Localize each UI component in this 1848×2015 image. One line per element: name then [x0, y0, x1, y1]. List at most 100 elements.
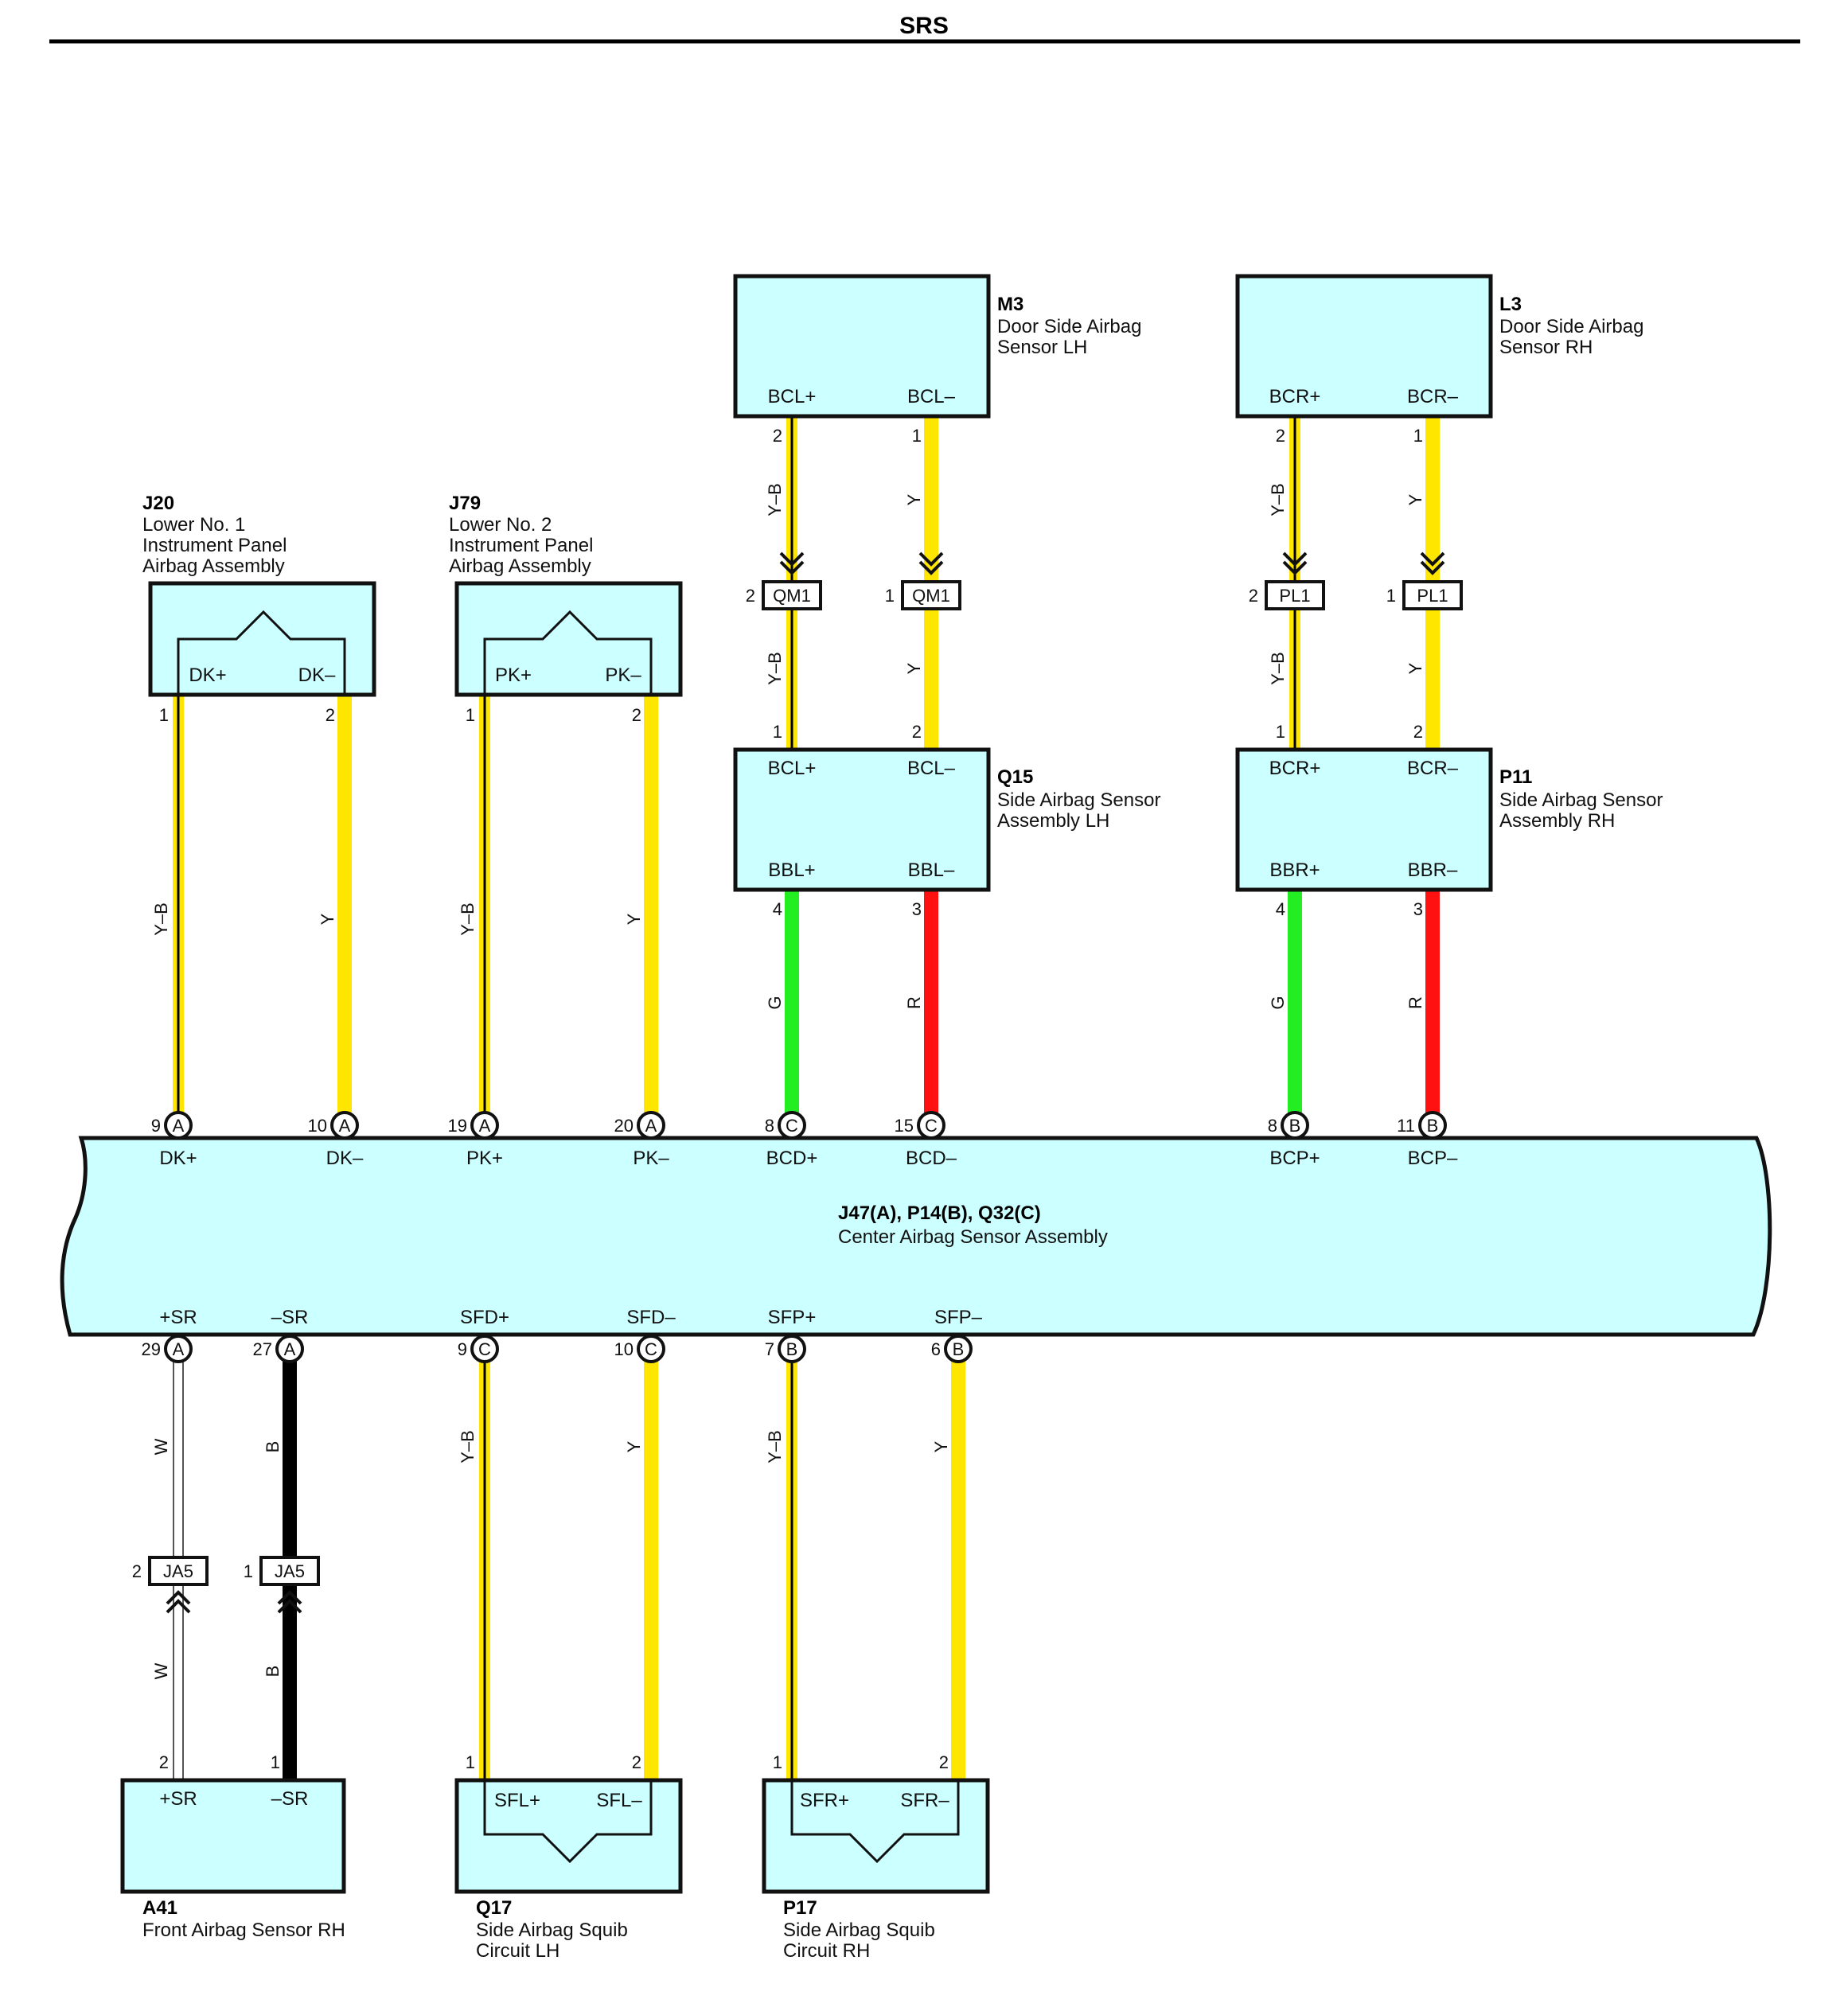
- pin-number: 2: [912, 722, 922, 742]
- pin-number: 1: [1413, 426, 1423, 446]
- terminal-circle: [164, 1111, 193, 1140]
- wire-color-label: Y: [904, 493, 924, 505]
- wire-color-label: Y: [931, 1440, 951, 1452]
- pin-number: 2: [632, 1752, 641, 1772]
- terminal-pin-number: 27: [253, 1339, 272, 1359]
- wire-color-label: Y–B: [458, 902, 478, 936]
- pin-number: 2: [1276, 426, 1285, 446]
- component-id: Q17: [476, 1897, 512, 1919]
- center-pin-label: SFD+: [460, 1307, 509, 1328]
- terminal-letter: A: [173, 1339, 185, 1359]
- pin-number: 3: [912, 899, 922, 919]
- wire-color-label: Y: [318, 913, 337, 925]
- pin-number: 1: [271, 1752, 280, 1772]
- terminal-letter: C: [786, 1116, 798, 1136]
- center-pin-label: BCP–: [1408, 1148, 1458, 1169]
- component-p11: BCR+ BCR– BBR+ BBR– P11 Side Airbag Sens…: [1235, 747, 1663, 892]
- wire-color-label: Y: [904, 662, 924, 674]
- pin-label: PK–: [605, 665, 641, 686]
- chevron-down-icon: [779, 551, 805, 567]
- center-pin-label: +SR: [159, 1307, 197, 1328]
- connector-label: PL1: [1417, 586, 1448, 606]
- component-center-airbag-sensor: J47(A), P14(B), Q32(C) Center Airbag Sen…: [60, 1136, 1772, 1337]
- pin-label: BBR–: [1408, 859, 1458, 881]
- connector-box: [762, 580, 822, 610]
- terminal-letter: A: [173, 1116, 185, 1136]
- pin-number: 1: [773, 1752, 782, 1772]
- component-name: Assembly LH: [997, 810, 1109, 832]
- connector-box: [901, 580, 961, 610]
- wire-color-label: R: [1405, 996, 1425, 1009]
- wire-color-label: Y: [1405, 493, 1425, 505]
- airbag-symbol: [177, 610, 346, 695]
- wire-color-label: R: [904, 996, 924, 1009]
- component-id: P11: [1499, 766, 1532, 788]
- component-j79: J79 Lower No. 2 Instrument Panel Airbag …: [449, 493, 683, 697]
- component-a41: +SR –SR A41 Front Airbag Sensor RH: [120, 1778, 346, 1941]
- terminal-circle: [275, 1335, 304, 1363]
- chevron-down-icon: [1282, 560, 1308, 575]
- pin-label: BCL+: [768, 386, 817, 407]
- component-name: Sensor LH: [997, 337, 1087, 358]
- pin-number: 1: [1276, 722, 1285, 742]
- wire-color-label: Y–B: [1268, 483, 1288, 516]
- pin-number: 2: [326, 705, 335, 725]
- connector-box: [1402, 580, 1463, 610]
- squib-symbol: [483, 1780, 653, 1864]
- terminal-letter: B: [1289, 1116, 1301, 1136]
- pin-number: 4: [1276, 899, 1285, 919]
- chevron-down-icon: [918, 551, 944, 567]
- connector-box: [148, 1556, 209, 1586]
- component-m3: BCL+ BCL– M3 Door Side Airbag Sensor LH: [733, 274, 1141, 419]
- connector-box: [1265, 580, 1325, 610]
- wire-color-label: G: [1268, 996, 1288, 1009]
- pin-number: 1: [912, 426, 922, 446]
- pin-number: 2: [1413, 722, 1423, 742]
- connector-label: JA5: [275, 1561, 305, 1581]
- chevron-up-icon: [277, 1599, 302, 1614]
- pin-label: BCR+: [1269, 386, 1321, 407]
- connector-pin-number: 1: [1386, 586, 1396, 606]
- page-title: SRS: [899, 13, 949, 39]
- terminal-circle: [1281, 1111, 1309, 1140]
- chevron-up-icon: [166, 1599, 191, 1614]
- chevron-down-icon: [1420, 560, 1445, 575]
- connector-label: PL1: [1279, 586, 1310, 606]
- squib-symbol: [790, 1780, 960, 1864]
- terminal-pin-number: 8: [765, 1116, 774, 1136]
- terminal-circle: [944, 1335, 973, 1363]
- component-name: Side Airbag Squib: [783, 1920, 935, 1941]
- terminal-letter: A: [339, 1116, 351, 1136]
- pin-label: BCR–: [1407, 386, 1459, 407]
- component-p17: SFR+ SFR– P17 Side Airbag Squib Circuit …: [762, 1778, 990, 1962]
- pin-label: BCL–: [907, 758, 956, 779]
- component-name: Sensor RH: [1499, 337, 1593, 358]
- component-name: Door Side Airbag: [997, 316, 1141, 337]
- pin-label: BBL–: [908, 859, 955, 881]
- component-name: Airbag Assembly: [142, 555, 285, 577]
- pin-number: 2: [773, 426, 782, 446]
- center-pin-label: SFD–: [626, 1307, 676, 1328]
- pin-number: 3: [1413, 899, 1423, 919]
- pin-label: SFR+: [800, 1790, 849, 1811]
- component-id: J20: [142, 493, 174, 514]
- terminal-pin-number: 9: [151, 1116, 161, 1136]
- component-name: Instrument Panel: [142, 535, 287, 556]
- wire-color-label: B: [263, 1441, 283, 1453]
- center-pin-label: DK+: [159, 1148, 197, 1169]
- component-name: Airbag Assembly: [449, 555, 591, 577]
- connector-pin-number: 1: [244, 1561, 253, 1581]
- terminal-pin-number: 10: [308, 1116, 327, 1136]
- pin-label: SFL–: [596, 1790, 642, 1811]
- component-name: Assembly RH: [1499, 810, 1615, 832]
- terminal-pin-number: 10: [614, 1339, 634, 1359]
- wire-color-label: Y–B: [765, 483, 785, 516]
- terminal-pin-number: 8: [1268, 1116, 1277, 1136]
- pin-number: 1: [466, 705, 475, 725]
- component-box: [733, 274, 991, 419]
- airbag-symbol: [483, 610, 653, 695]
- terminal-letter: A: [284, 1339, 296, 1359]
- pin-label: SFL+: [494, 1790, 540, 1811]
- component-id: M3: [997, 294, 1023, 315]
